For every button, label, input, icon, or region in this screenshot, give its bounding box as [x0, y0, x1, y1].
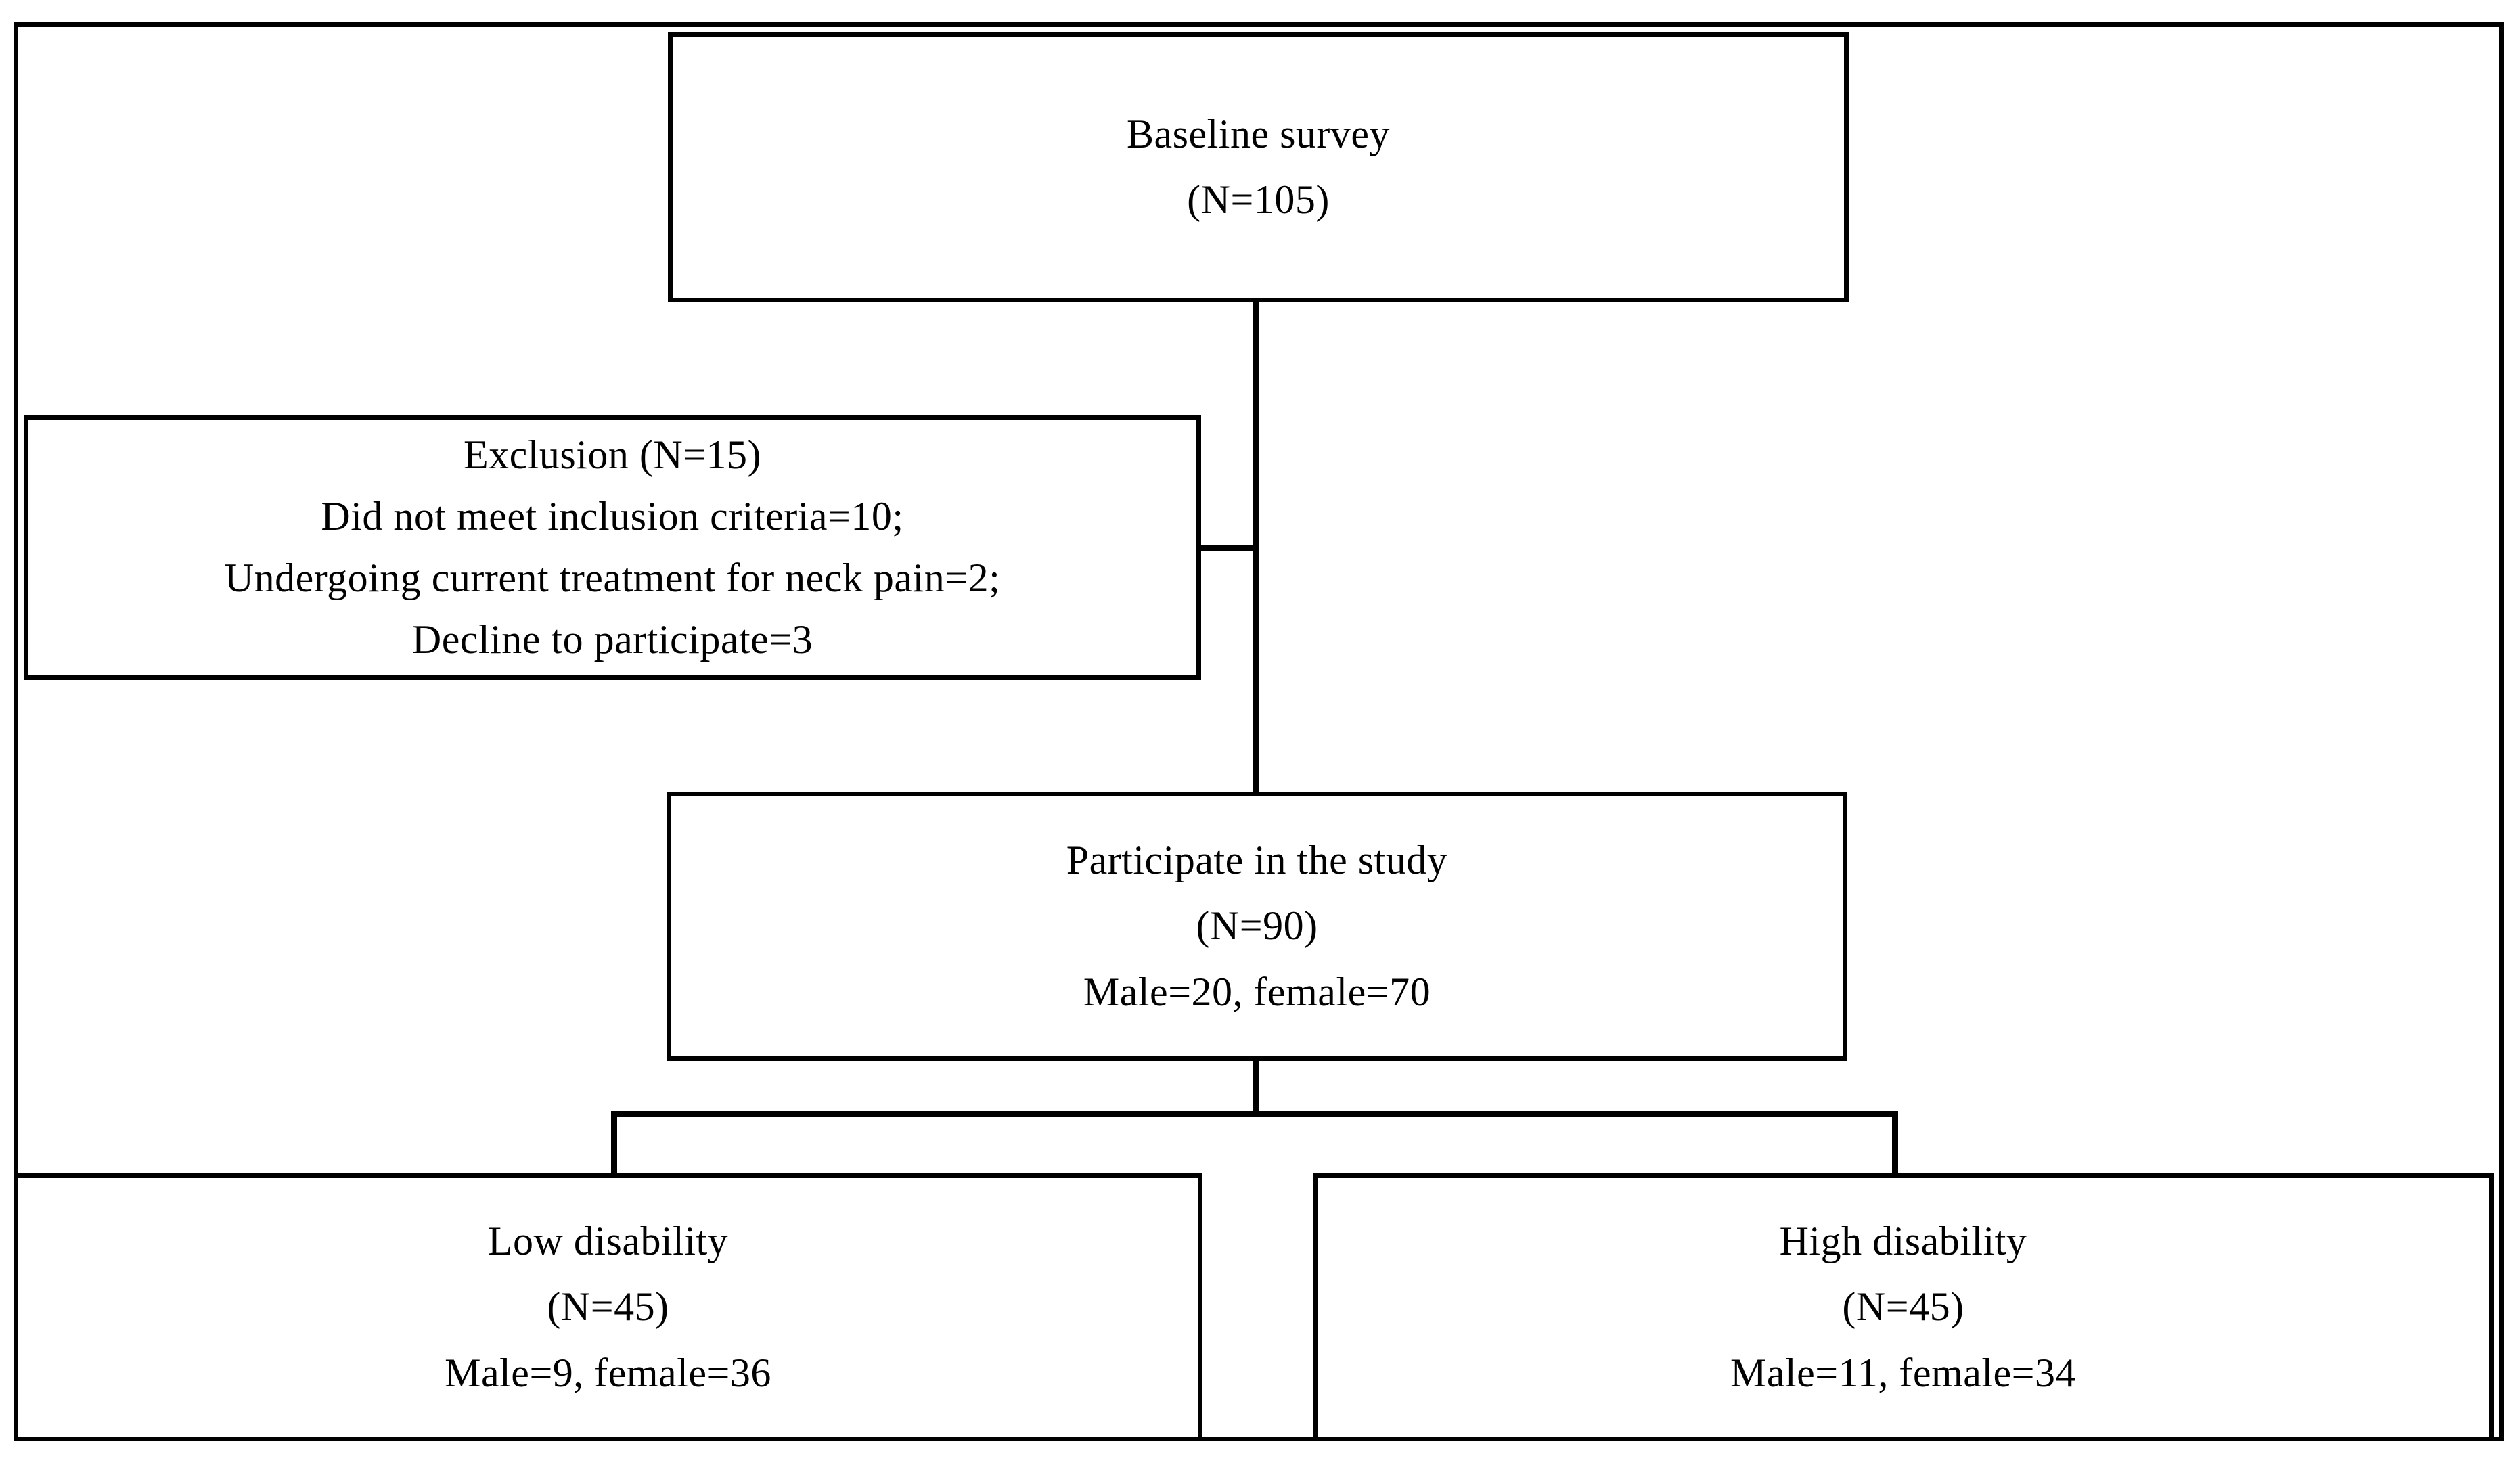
low-disability-sex-breakdown: Male=9, female=36: [445, 1350, 771, 1395]
connector-participate-to-branch: [1253, 1061, 1259, 1116]
low-disability-count: (N=45): [547, 1284, 669, 1330]
exclusion-reason-current-treatment: Undergoing current treatment for neck pa…: [224, 556, 1001, 600]
low-disability-box: Low disability (N=45) Male=9, female=36: [14, 1173, 1202, 1441]
connector-branch-bar: [611, 1111, 1898, 1117]
connector-spine-to-exclusion: [1196, 545, 1257, 551]
participate-title: Participate in the study: [1066, 838, 1448, 883]
exclusion-box: Exclusion (N=15) Did not meet inclusion …: [24, 415, 1201, 680]
baseline-survey-count: (N=105): [1187, 177, 1330, 222]
high-disability-count: (N=45): [1842, 1284, 1964, 1330]
connector-branch-to-high-disability: [1892, 1111, 1898, 1177]
exclusion-title: Exclusion (N=15): [463, 432, 762, 477]
low-disability-title: Low disability: [487, 1219, 729, 1264]
participate-sex-breakdown: Male=20, female=70: [1083, 969, 1431, 1014]
high-disability-title: High disability: [1779, 1219, 2027, 1264]
exclusion-reason-inclusion-criteria: Did not meet inclusion criteria=10;: [321, 493, 904, 539]
baseline-survey-title: Baseline survey: [1126, 111, 1391, 156]
participate-box: Participate in the study (N=90) Male=20,…: [667, 792, 1847, 1061]
connector-branch-to-low-disability: [611, 1111, 617, 1177]
baseline-survey-box: Baseline survey (N=105): [668, 32, 1849, 302]
high-disability-box: High disability (N=45) Male=11, female=3…: [1313, 1173, 2494, 1441]
high-disability-sex-breakdown: Male=11, female=34: [1730, 1350, 2076, 1395]
participate-count: (N=90): [1196, 903, 1318, 949]
exclusion-reason-declined: Decline to participate=3: [411, 617, 813, 662]
